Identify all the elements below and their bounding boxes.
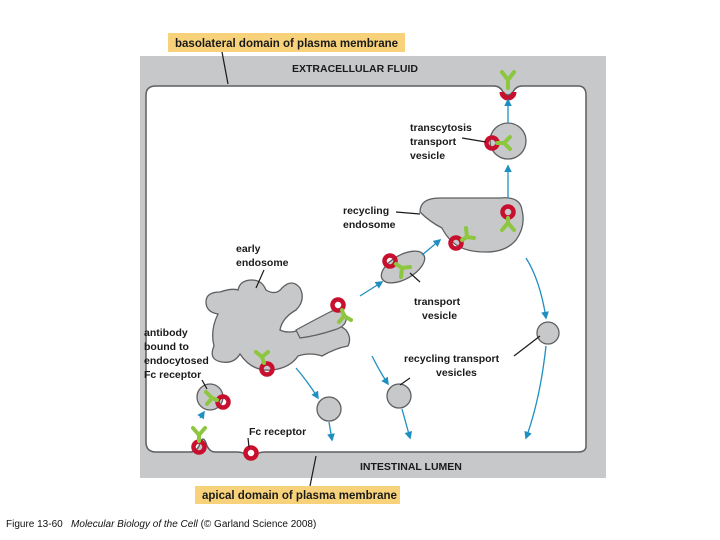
arrow-vesicle2-to-apical bbox=[401, 408, 413, 440]
arrow-vesicle3-to-apical bbox=[524, 345, 547, 440]
basolateral-label-box bbox=[168, 33, 405, 52]
caption-title: Molecular Biology of the Cell bbox=[71, 519, 198, 530]
pathway-arrows bbox=[197, 98, 549, 442]
leader-lines bbox=[201, 51, 541, 487]
recycling-vesicle-2 bbox=[386, 383, 412, 409]
recycling-vesicle-3 bbox=[536, 321, 560, 345]
figure-caption: Figure 13-60 Molecular Biology of the Ce… bbox=[6, 519, 316, 530]
caption-prefix: Figure 13-60 bbox=[6, 519, 63, 530]
recycling-endosome-label: recycling endosome bbox=[343, 205, 396, 231]
arrow-early-to-recycle-1 bbox=[295, 367, 319, 400]
early-endosome-label: early endosome bbox=[236, 243, 289, 269]
recycling-vesicle-1 bbox=[316, 396, 342, 422]
antibody-bound-label: antibody bound to endocytosed Fc recepto… bbox=[144, 327, 212, 381]
apical-label-box bbox=[195, 486, 400, 504]
arrow-vesicle1-to-apical bbox=[327, 421, 335, 442]
basolateral-label: basolateral domain of plasma membrane bbox=[175, 38, 398, 50]
recycling-endosome-shape bbox=[419, 197, 524, 253]
apical-label: apical domain of plasma membrane bbox=[202, 490, 397, 502]
recycling-transport-vesicles-label: recycling transport vesicles bbox=[404, 353, 502, 379]
extracellular-fluid-label: EXTRACELLULAR FLUID bbox=[292, 63, 418, 75]
transport-vesicle-label: transport vesicle bbox=[414, 296, 463, 322]
arrow-early-to-recycle-2 bbox=[371, 355, 389, 386]
arrow-to-recycling-endosome bbox=[421, 239, 442, 256]
early-endosome-shape bbox=[205, 279, 351, 371]
transcytosis-vesicle-label: transcytosis transport vesicle bbox=[410, 122, 475, 162]
receptor-antibody-group bbox=[191, 70, 517, 461]
arrow-to-transport-vesicle bbox=[359, 281, 384, 297]
intestinal-lumen-label: INTESTINAL LUMEN bbox=[360, 461, 462, 473]
arrow-recycling-to-vesicle3 bbox=[525, 257, 549, 320]
fc-receptor-label: Fc receptor bbox=[249, 426, 306, 438]
caption-suffix: (© Garland Science 2008) bbox=[200, 519, 317, 530]
arrow-endocytosis bbox=[197, 410, 205, 420]
